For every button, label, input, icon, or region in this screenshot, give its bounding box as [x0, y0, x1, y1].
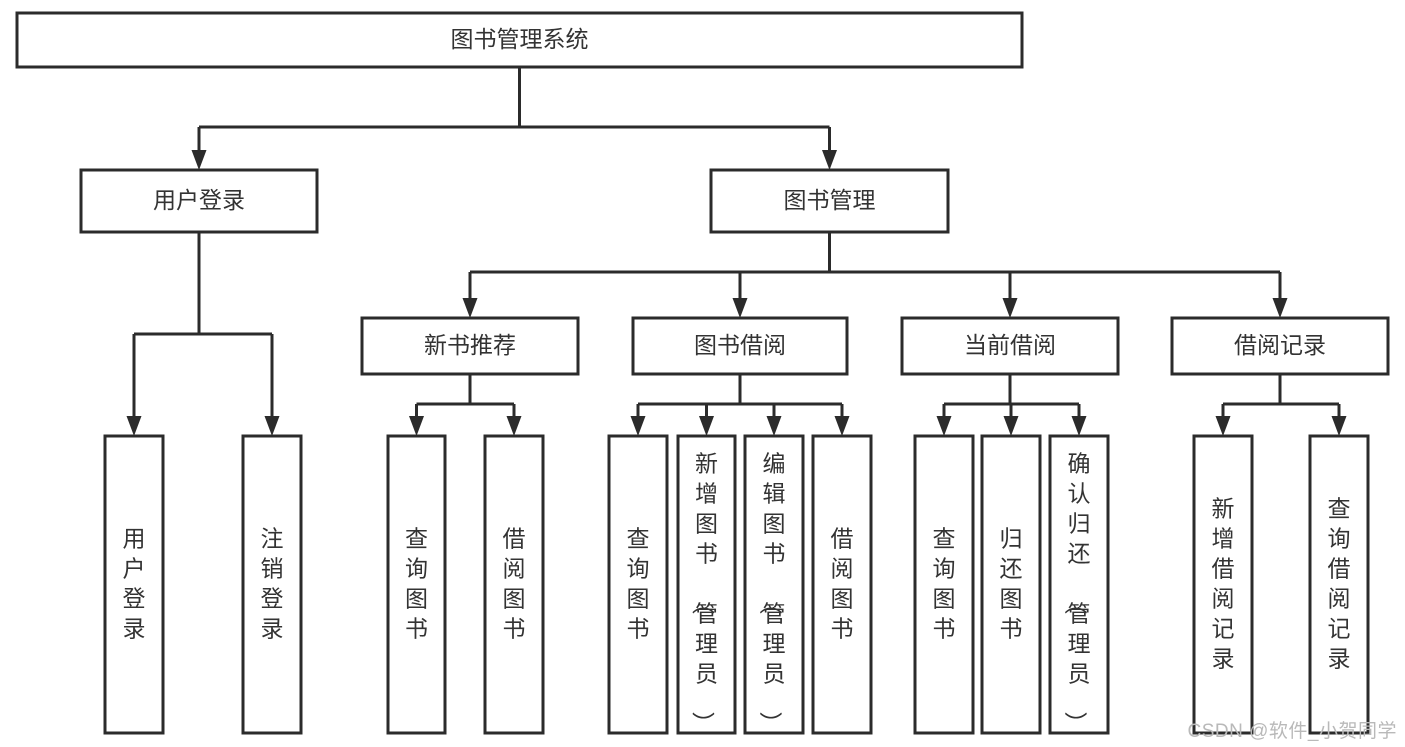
node-box-leaf-bw-borrow[interactable] [811, 434, 873, 735]
node-leaf-bw-borrow[interactable]: 借阅图书 [811, 434, 873, 735]
node-box-leaf-cur-confirm[interactable] [1048, 434, 1110, 735]
node-label-leaf-rec-query: 查询借阅记录 [1328, 496, 1351, 672]
connector-group-bookmgmt [462, 232, 1288, 318]
node-box-leaf-rec-add[interactable] [1192, 434, 1254, 735]
node-box-leaf-nb-query[interactable] [386, 434, 447, 735]
connector-group-root [191, 67, 837, 170]
node-leaf-nb-borrow[interactable]: 借阅图书 [483, 434, 545, 735]
node-leaf-cur-confirm[interactable]: 确认归还（管理员） [1048, 434, 1110, 735]
node-leaf-bw-query[interactable]: 查询图书 [607, 434, 669, 735]
node-label-borrow: 图书借阅 [694, 332, 786, 358]
connector-group-borrow [630, 374, 850, 436]
node-box-leaf-bw-edit[interactable] [743, 434, 805, 735]
node-newbook[interactable]: 新书推荐 [360, 316, 580, 376]
csdn-watermark: CSDN @软件_小贺同学 [1187, 721, 1397, 742]
node-box-leaf-bw-query[interactable] [607, 434, 669, 735]
node-root[interactable]: 图书管理系统 [15, 11, 1024, 69]
node-box-leaf-cur-return[interactable] [980, 434, 1042, 735]
node-label-root: 图书管理系统 [451, 26, 589, 52]
node-label-leaf-cur-return: 归还图书 [1000, 526, 1023, 642]
node-label-leaf-user-login: 用户登录 [123, 526, 146, 642]
node-label-records: 借阅记录 [1234, 332, 1326, 358]
node-label-leaf-bw-borrow: 借阅图书 [831, 526, 854, 642]
node-records[interactable]: 借阅记录 [1170, 316, 1390, 376]
node-box-leaf-user-login[interactable] [103, 434, 165, 735]
node-leaf-cur-return[interactable]: 归还图书 [980, 434, 1042, 735]
node-label-leaf-bw-query: 查询图书 [627, 526, 650, 642]
node-leaf-rec-add[interactable]: 新增借阅记录 [1192, 434, 1254, 735]
node-label-leaf-nb-query: 查询图书 [405, 526, 428, 642]
node-box-bookmgmt[interactable] [709, 168, 950, 234]
node-label-bookmgmt: 图书管理 [784, 187, 876, 213]
node-label-leaf-bw-edit: 编辑图书（管理员） [758, 451, 786, 735]
node-bookmgmt[interactable]: 图书管理 [709, 168, 950, 234]
node-box-newbook[interactable] [360, 316, 580, 376]
node-leaf-nb-query[interactable]: 查询图书 [386, 434, 447, 735]
node-box-root[interactable] [15, 11, 1024, 69]
node-label-leaf-rec-add: 新增借阅记录 [1212, 496, 1235, 672]
node-current[interactable]: 当前借阅 [900, 316, 1120, 376]
node-box-records[interactable] [1170, 316, 1390, 376]
node-leaf-cur-query[interactable]: 查询图书 [913, 434, 975, 735]
node-borrow[interactable]: 图书借阅 [631, 316, 849, 376]
connector-group-current [936, 374, 1087, 436]
node-leaf-user-login[interactable]: 用户登录 [103, 434, 165, 735]
node-label-current: 当前借阅 [964, 332, 1056, 358]
node-login[interactable]: 用户登录 [79, 168, 319, 234]
node-label-leaf-cur-confirm: 确认归还（管理员） [1063, 451, 1091, 735]
node-label-newbook: 新书推荐 [424, 332, 516, 358]
node-box-leaf-bw-add[interactable] [676, 434, 737, 735]
node-box-leaf-rec-query[interactable] [1308, 434, 1370, 735]
node-label-leaf-cur-query: 查询图书 [933, 526, 956, 642]
node-box-leaf-nb-borrow[interactable] [483, 434, 545, 735]
node-label-leaf-user-logout: 注销登录 [261, 526, 284, 642]
node-leaf-user-logout[interactable]: 注销登录 [241, 434, 303, 735]
node-box-login[interactable] [79, 168, 319, 234]
node-leaf-bw-add[interactable]: 新增图书（管理员） [676, 434, 737, 735]
connector-group-newbook [409, 374, 522, 436]
node-box-current[interactable] [900, 316, 1120, 376]
connector-group-records [1215, 374, 1347, 436]
node-label-leaf-nb-borrow: 借阅图书 [503, 526, 526, 642]
connector-layer [126, 67, 1347, 436]
node-layer: 图书管理系统用户登录图书管理新书推荐图书借阅当前借阅借阅记录用户登录注销登录查询… [15, 11, 1390, 735]
node-label-login: 用户登录 [153, 187, 245, 213]
node-leaf-bw-edit[interactable]: 编辑图书（管理员） [743, 434, 805, 735]
node-leaf-rec-query[interactable]: 查询借阅记录 [1308, 434, 1370, 735]
node-box-leaf-user-logout[interactable] [241, 434, 303, 735]
connector-group-login [126, 232, 280, 436]
node-box-leaf-cur-query[interactable] [913, 434, 975, 735]
node-box-borrow[interactable] [631, 316, 849, 376]
node-label-leaf-bw-add: 新增图书（管理员） [690, 451, 718, 735]
